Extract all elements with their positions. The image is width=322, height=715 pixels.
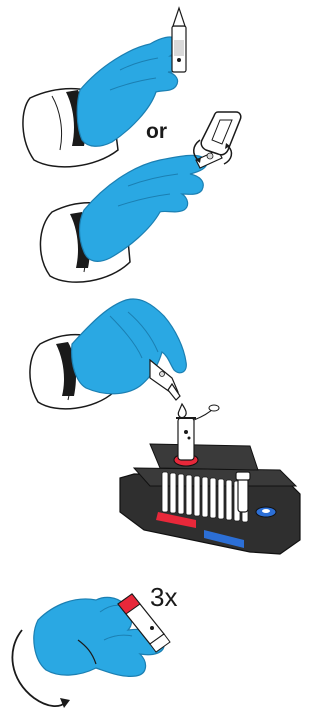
step2-hand-dispensing bbox=[30, 299, 186, 418]
step3-hand-inverting-tube bbox=[12, 594, 170, 708]
or-label: or bbox=[146, 120, 167, 143]
sample-card-icon bbox=[201, 112, 241, 155]
tube-rack bbox=[120, 405, 300, 554]
droplet-icon bbox=[178, 404, 186, 418]
step1-hand-with-vial bbox=[23, 8, 186, 167]
repeat-count-label: 3x bbox=[150, 582, 177, 612]
standing-tube-icon bbox=[236, 472, 250, 512]
vial-icon bbox=[172, 8, 186, 72]
